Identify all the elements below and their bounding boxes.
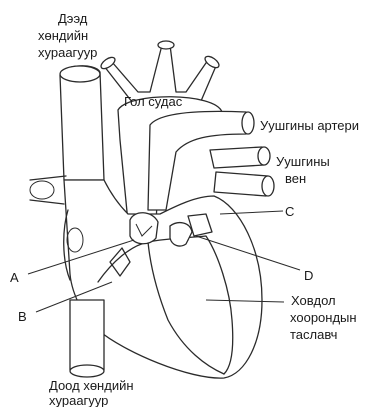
label-pulmonary-vein-line1: Уушгины (276, 154, 330, 169)
label-svc-line1: Дээд (58, 11, 88, 26)
label-pulmonary-vein-line2: вен (285, 171, 306, 186)
superior-vena-cava (60, 66, 104, 180)
label-pulmonary-artery: Уушгины артери (260, 118, 359, 133)
label-svc-line2: хөндийн (38, 28, 88, 43)
label-a: A (10, 270, 19, 285)
label-ivc-line2: хураагуур (49, 393, 108, 407)
label-c: C (285, 204, 294, 219)
label-svc-line3: хураагуур (38, 45, 97, 60)
inferior-vena-cava (70, 300, 104, 377)
label-aorta: Гол судас (124, 94, 183, 109)
label-septum-line1: Ховдол (291, 293, 336, 308)
label-ivc-line1: Доод хөндийн (49, 378, 134, 393)
label-d: D (304, 268, 313, 283)
pulmonary-veins (210, 147, 274, 196)
label-b: B (18, 309, 27, 324)
label-septum-line2: хоорондын (290, 310, 357, 325)
label-septum-line3: таславч (290, 327, 337, 342)
